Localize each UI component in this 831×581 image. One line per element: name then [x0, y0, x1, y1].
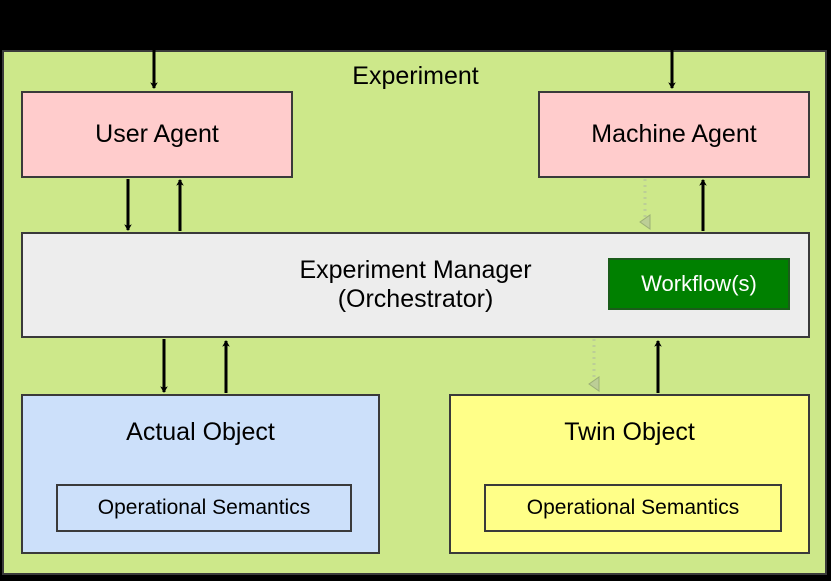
- node-twin-object-operational-semantics[interactable]: Operational Semantics: [484, 484, 782, 532]
- node-twin-object-label: Twin Object: [564, 418, 695, 446]
- node-experiment-manager-label-line2: (Orchestrator): [337, 285, 494, 313]
- node-user-agent[interactable]: User Agent: [21, 91, 293, 178]
- node-experiment-manager-label-group: Experiment Manager (Orchestrator): [23, 234, 808, 336]
- node-actual-object-operational-semantics[interactable]: Operational Semantics: [56, 484, 352, 532]
- node-workflows-label: Workflow(s): [641, 271, 757, 296]
- node-machine-agent-label: Machine Agent: [591, 119, 757, 148]
- node-experiment-manager-label-line1: Experiment Manager: [299, 255, 532, 284]
- node-actual-object-operational-semantics-label: Operational Semantics: [97, 495, 311, 519]
- node-workflows[interactable]: Workflow(s): [608, 258, 790, 310]
- node-machine-agent[interactable]: Machine Agent: [538, 91, 810, 178]
- node-actual-object[interactable]: Actual Object Operational Semantics: [21, 394, 380, 554]
- experiment-title: Experiment: [352, 62, 479, 90]
- node-twin-object[interactable]: Twin Object Operational Semantics: [449, 394, 810, 554]
- node-user-agent-label: User Agent: [95, 119, 219, 148]
- node-experiment-manager[interactable]: Experiment Manager (Orchestrator): [21, 232, 810, 338]
- node-twin-object-operational-semantics-label: Operational Semantics: [526, 495, 740, 519]
- node-actual-object-label: Actual Object: [126, 418, 275, 446]
